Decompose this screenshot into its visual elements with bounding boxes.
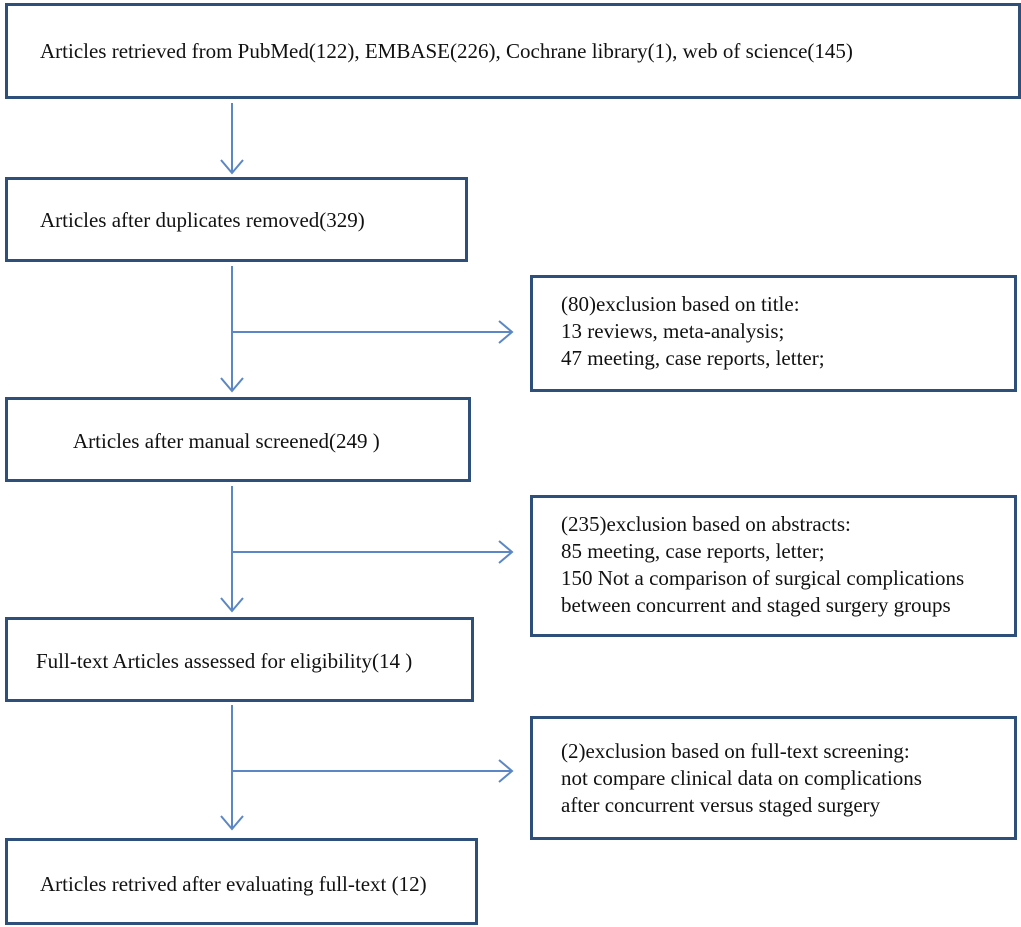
exclusion-title-line: 47 meeting, case reports, letter;: [561, 346, 825, 370]
arrowhead-fulltext-to-final: [220, 815, 244, 831]
exclusion-abstracts-box: (235)exclusion based on abstracts: 85 me…: [530, 495, 1017, 637]
stage-final-retrived-box: Articles retrived after evaluating full-…: [5, 838, 478, 925]
stage-full-text-assessed-label: Full-text Articles assessed for eligibil…: [36, 649, 413, 673]
arrowhead-duplicates-to-manual: [220, 377, 244, 393]
exclusion-abstracts-line: between concurrent and staged surgery gr…: [561, 593, 951, 617]
exclusion-full-text-line: (2)exclusion based on full-text screenin…: [561, 739, 910, 763]
exclusion-title-box: (80)exclusion based on title: 13 reviews…: [530, 275, 1017, 392]
stage-manual-screened-label: Articles after manual screened(249 ): [73, 429, 380, 453]
stage-duplicates-removed-box: Articles after duplicates removed(329): [5, 177, 468, 262]
exclusion-full-text-line: after concurrent versus staged surgery: [561, 793, 881, 817]
stage-retrieved-box: Articles retrieved from PubMed(122), EMB…: [5, 3, 1021, 99]
arrowhead-branch-abstract-exclusion: [498, 540, 514, 564]
stage-manual-screened-box: Articles after manual screened(249 ): [5, 397, 471, 482]
exclusion-title-line: 13 reviews, meta-analysis;: [561, 319, 785, 343]
exclusion-full-text-box: (2)exclusion based on full-text screenin…: [530, 716, 1017, 840]
arrowhead-branch-fulltext-exclusion: [498, 759, 514, 783]
exclusion-title-line: (80)exclusion based on title:: [561, 292, 800, 316]
arrowhead-branch-title-exclusion: [498, 320, 514, 344]
exclusion-full-text-line: not compare clinical data on complicatio…: [561, 766, 922, 790]
arrowhead-retrieved-to-duplicates: [220, 159, 244, 175]
arrowhead-manual-to-fulltext: [220, 597, 244, 613]
stage-retrieved-label: Articles retrieved from PubMed(122), EMB…: [40, 39, 853, 63]
stage-full-text-assessed-box: Full-text Articles assessed for eligibil…: [5, 617, 474, 702]
exclusion-abstracts-line: (235)exclusion based on abstracts:: [561, 512, 851, 536]
exclusion-abstracts-line: 150 Not a comparison of surgical complic…: [561, 566, 965, 590]
stage-final-retrived-label: Articles retrived after evaluating full-…: [40, 872, 427, 896]
stage-duplicates-removed-label: Articles after duplicates removed(329): [40, 208, 365, 232]
exclusion-abstracts-line: 85 meeting, case reports, letter;: [561, 539, 825, 563]
